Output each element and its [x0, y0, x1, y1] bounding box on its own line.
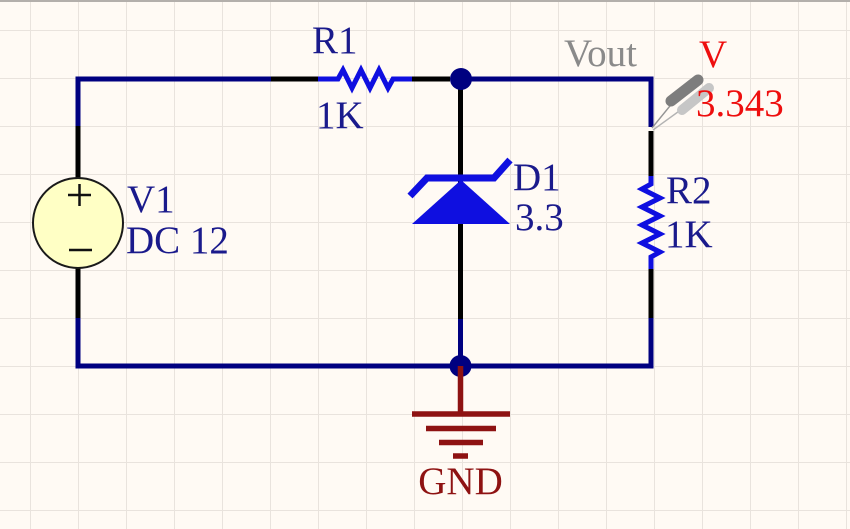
probe-reading: 3.343 — [696, 82, 784, 125]
zener-diode-symbol-d1[interactable] — [407, 157, 513, 224]
r2-ref-label: R2 — [666, 169, 712, 212]
wire-v1-to-r1[interactable] — [75, 76, 273, 130]
r1-ref-label: R1 — [312, 19, 358, 62]
wire-bottom-return[interactable] — [75, 316, 654, 369]
ground-symbol[interactable] — [412, 366, 510, 459]
voltage-probe-icon[interactable] — [651, 74, 714, 131]
probe-label: V — [699, 33, 728, 76]
junction-dot-top[interactable] — [450, 68, 472, 90]
resistor-symbol-r1[interactable] — [318, 64, 412, 94]
voltage-source-symbol-v1[interactable] — [32, 177, 124, 269]
source-circle[interactable] — [32, 177, 124, 269]
d1-value-label: 3.3 — [515, 196, 564, 239]
diode-triangle[interactable] — [412, 180, 510, 224]
v1-value-label: DC 12 — [126, 219, 229, 262]
v1-ref-label: V1 — [127, 178, 175, 221]
gnd-label: GND — [418, 460, 503, 503]
wire-junction-to-probe[interactable] — [470, 76, 654, 127]
resistor-symbol-r2[interactable] — [636, 176, 666, 269]
net-label-vout: Vout — [564, 32, 637, 75]
zener-cathode-bar[interactable] — [407, 157, 513, 199]
window-edge — [0, 0, 850, 2]
d1-ref-label: D1 — [513, 156, 561, 199]
r2-value-label: 1K — [665, 213, 713, 256]
r1-value-label: 1K — [316, 94, 364, 137]
